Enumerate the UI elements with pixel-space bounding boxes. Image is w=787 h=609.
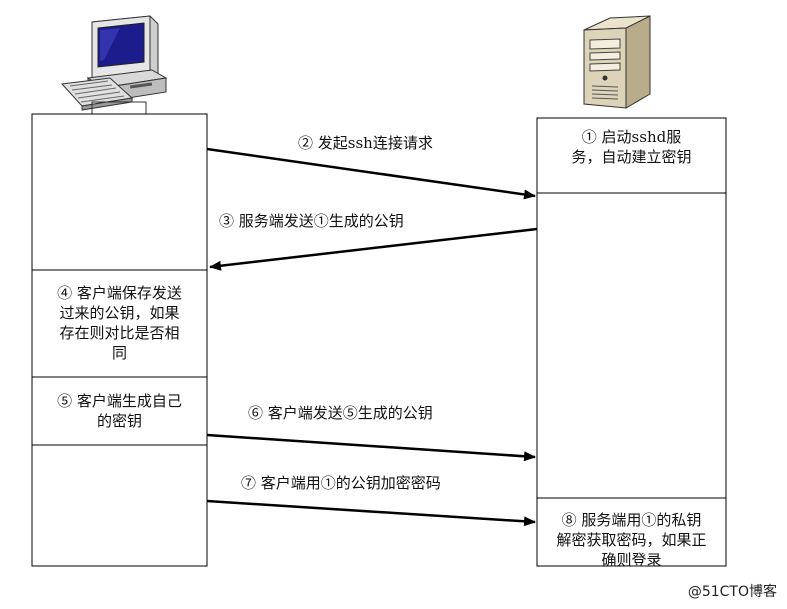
client-step5-text: ⑤ 客户端生成自己 的密钥 — [57, 392, 182, 430]
watermark: @51CTO博客 — [687, 584, 777, 600]
arrow-step7 — [206, 499, 536, 527]
desktop-computer-icon — [60, 15, 168, 115]
client-lifeline — [31, 113, 208, 567]
arrow-label-step3: ③ 服务端发送①生成的公钥 — [219, 212, 404, 230]
server-tower-icon — [583, 15, 651, 109]
arrow-label-step2: ② 发起ssh连接请求 — [298, 134, 433, 152]
server-lifeline — [536, 117, 727, 567]
arrow-step6 — [206, 433, 536, 462]
arrow-step2 — [206, 147, 536, 200]
arrow-label-step6: ⑥ 客户端发送⑤生成的公钥 — [248, 404, 433, 422]
arrow-step3 — [209, 227, 538, 271]
server-step1-text: ① 启动sshd服 务，自动建立密钥 — [571, 128, 692, 166]
client-step4-text: ④ 客户端保存发送 过来的公钥，如果 存在则对比是否相 同 — [57, 284, 182, 362]
arrow-label-step7: ⑦ 客户端用①的公钥加密密码 — [241, 474, 441, 492]
server-step8-text: ⑧ 服务端用①的私钥 解密获取密码，如果正 确则登录 — [556, 511, 707, 569]
